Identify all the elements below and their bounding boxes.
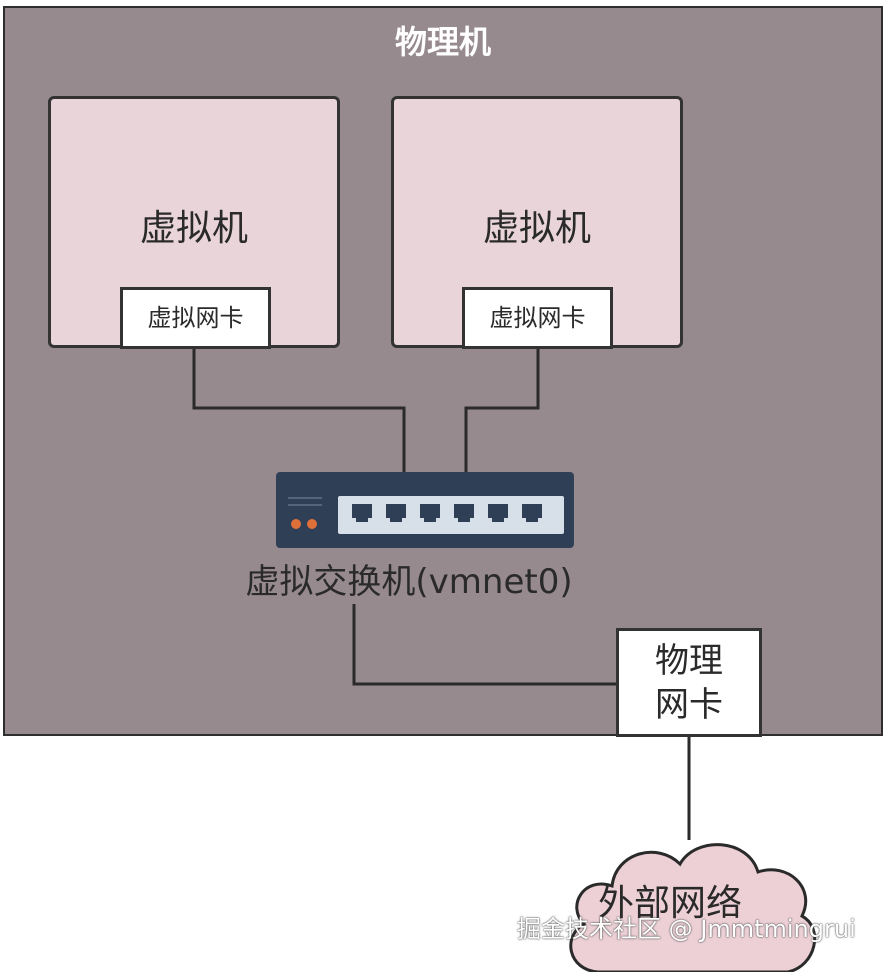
port-icon (386, 504, 406, 522)
vm-label: 虚拟机 (139, 208, 248, 249)
port-icon (454, 504, 474, 522)
vm2-to-switch-wire (464, 348, 540, 472)
physical-nic-line1: 物理 (655, 641, 723, 681)
led-icon (307, 519, 317, 529)
physical-nic-line2: 网卡 (655, 685, 723, 725)
virtual-nic-2: 虚拟网卡 (462, 287, 613, 349)
physical-nic: 物理 网卡 (616, 628, 762, 737)
port-icon (352, 504, 372, 522)
cloud-icon (569, 843, 817, 972)
virtual-machine-1: 虚拟机 虚拟网卡 (48, 96, 340, 349)
vm1-to-switch-wire (192, 348, 406, 472)
port-icon (420, 504, 440, 522)
host-title: 物理机 (394, 23, 491, 61)
switch-label: 虚拟交换机(vmnet0) (245, 562, 573, 602)
external-network-label: 外部网络 (597, 883, 742, 924)
watermark: 掘金技术社区 @ Jmmtmingrui (517, 915, 856, 943)
vm-label: 虚拟机 (482, 208, 591, 249)
led-icon (291, 519, 301, 529)
switch-icon (276, 472, 574, 548)
virtual-nic-1: 虚拟网卡 (120, 287, 271, 349)
port-icon (488, 504, 508, 522)
switch-to-pnic-wire (352, 604, 616, 686)
port-icon (522, 504, 542, 522)
virtual-machine-2: 虚拟机 虚拟网卡 (391, 96, 683, 349)
